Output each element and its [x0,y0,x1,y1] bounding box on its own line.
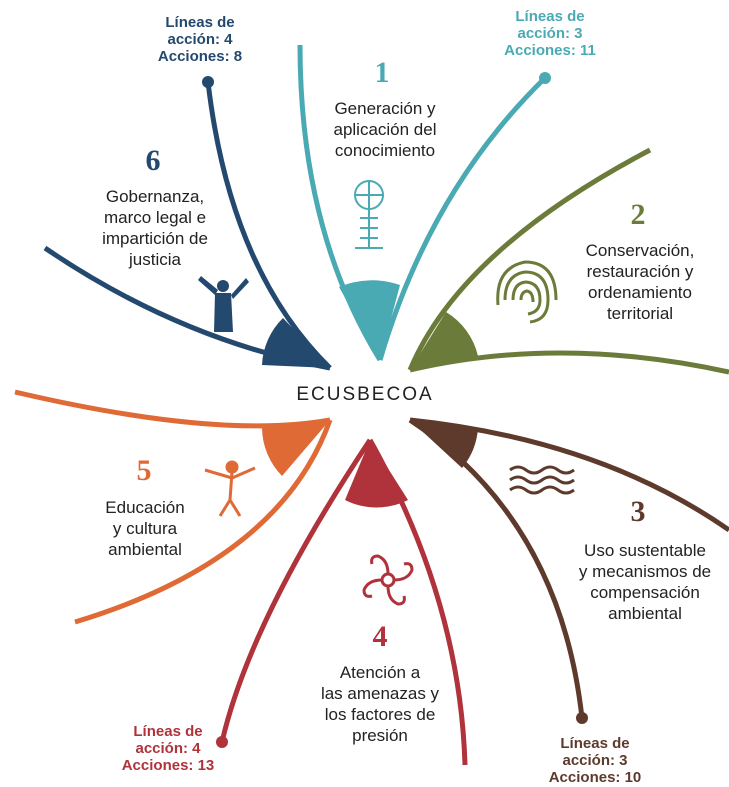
axis-6-title-line: impartición de [102,229,208,248]
fingerprint-spiral-icon [496,260,558,324]
axis-5-title: Educación y cultura ambiental [80,497,210,560]
axis-3-branch [408,417,729,724]
axis-5-title-line: Educación [105,498,185,517]
raised-arms-figure-icon [198,276,249,332]
axis-6-title-line: marco legal e [103,208,207,227]
axis-5-number: 5 [136,454,152,487]
wavy-lines-icon [509,465,575,495]
axis-3-acciones: Acciones: 10 [548,769,642,786]
axis-4-lineas-label: Líneas de [133,723,203,740]
axis-6-lineas-label: Líneas de [165,14,235,31]
person-circle-head-icon [354,180,384,249]
axis-1-title: Generación y aplicación del conocimiento [310,98,460,161]
axis-5-branch [14,389,333,625]
axis-4-title-line: Atención a [339,663,421,682]
axis-1-lineas-value: acción: 3 [517,25,583,42]
axis-6-number: 6 [145,144,161,177]
axis-2-number: 2 [630,198,646,231]
axis-4-title: Atención a las amenazas y los factores d… [305,662,455,746]
axis-1-stats: Líneas de acción: 3 Acciones: 11 [495,8,605,59]
axis-2-title-line: ordenamiento [588,283,692,302]
axis-2-title-line: Conservación, [585,241,695,260]
axis-6-title-line: justicia [129,250,181,269]
axis-6-stats: Líneas de acción: 4 Acciones: 8 [150,14,250,65]
axis-4-acciones: Acciones: 13 [121,757,215,774]
axis-3-stats: Líneas de acción: 3 Acciones: 10 [540,735,650,786]
axis-1-branch [297,44,551,362]
axis-4-title-line: presión [352,726,408,745]
axis-4-number: 4 [372,620,388,653]
axis-4-branch [216,438,468,766]
axis-1-title-line: Generación y [334,99,436,118]
axis-3-lineas-value: acción: 3 [562,752,628,769]
axis-4-title-line: los factores de [324,705,436,724]
axis-5-title-line: ambiental [108,540,182,559]
axis-2-title: Conservación, restauración y ordenamient… [565,240,715,324]
axis-3-title-line: ambiental [608,604,682,623]
axis-2-title-line: restauración y [586,262,694,281]
axis-6-title-line: Gobernanza, [105,187,205,206]
axis-6-acciones: Acciones: 8 [157,48,243,65]
axis-4-title-line: las amenazas y [320,684,440,703]
walking-figure-icon [204,460,256,517]
axis-1-lineas-label: Líneas de [515,8,585,25]
axis-6-lineas-value: acción: 4 [167,31,233,48]
axis-3-title: Uso sustentable y mecanismos de compensa… [565,540,725,624]
axis-6-title: Gobernanza, marco legal e impartición de… [80,186,230,270]
axis-4-stats: Líneas de acción: 4 Acciones: 13 [108,723,228,774]
axis-5-title-line: y cultura [112,519,178,538]
axis-6-branch [43,76,332,371]
hub-label: ECUSBECOA [296,384,434,405]
axis-1-title-line: aplicación del [333,120,437,139]
axis-3-title-line: Uso sustentable [584,541,706,560]
axis-1-title-line: conocimiento [334,141,436,160]
axis-3-title-line: compensación [590,583,700,602]
axis-3-lineas-label: Líneas de [560,735,630,752]
axis-3-number: 3 [630,495,646,528]
spiral-cross-icon [362,554,414,606]
axis-1-acciones: Acciones: 11 [504,42,596,59]
axis-4-lineas-value: acción: 4 [135,740,201,757]
axis-3-title-line: y mecanismos de [578,562,712,581]
axis-2-title-line: territorial [606,304,674,323]
axis-1-number: 1 [374,56,390,89]
axis-2-branch [407,147,729,375]
